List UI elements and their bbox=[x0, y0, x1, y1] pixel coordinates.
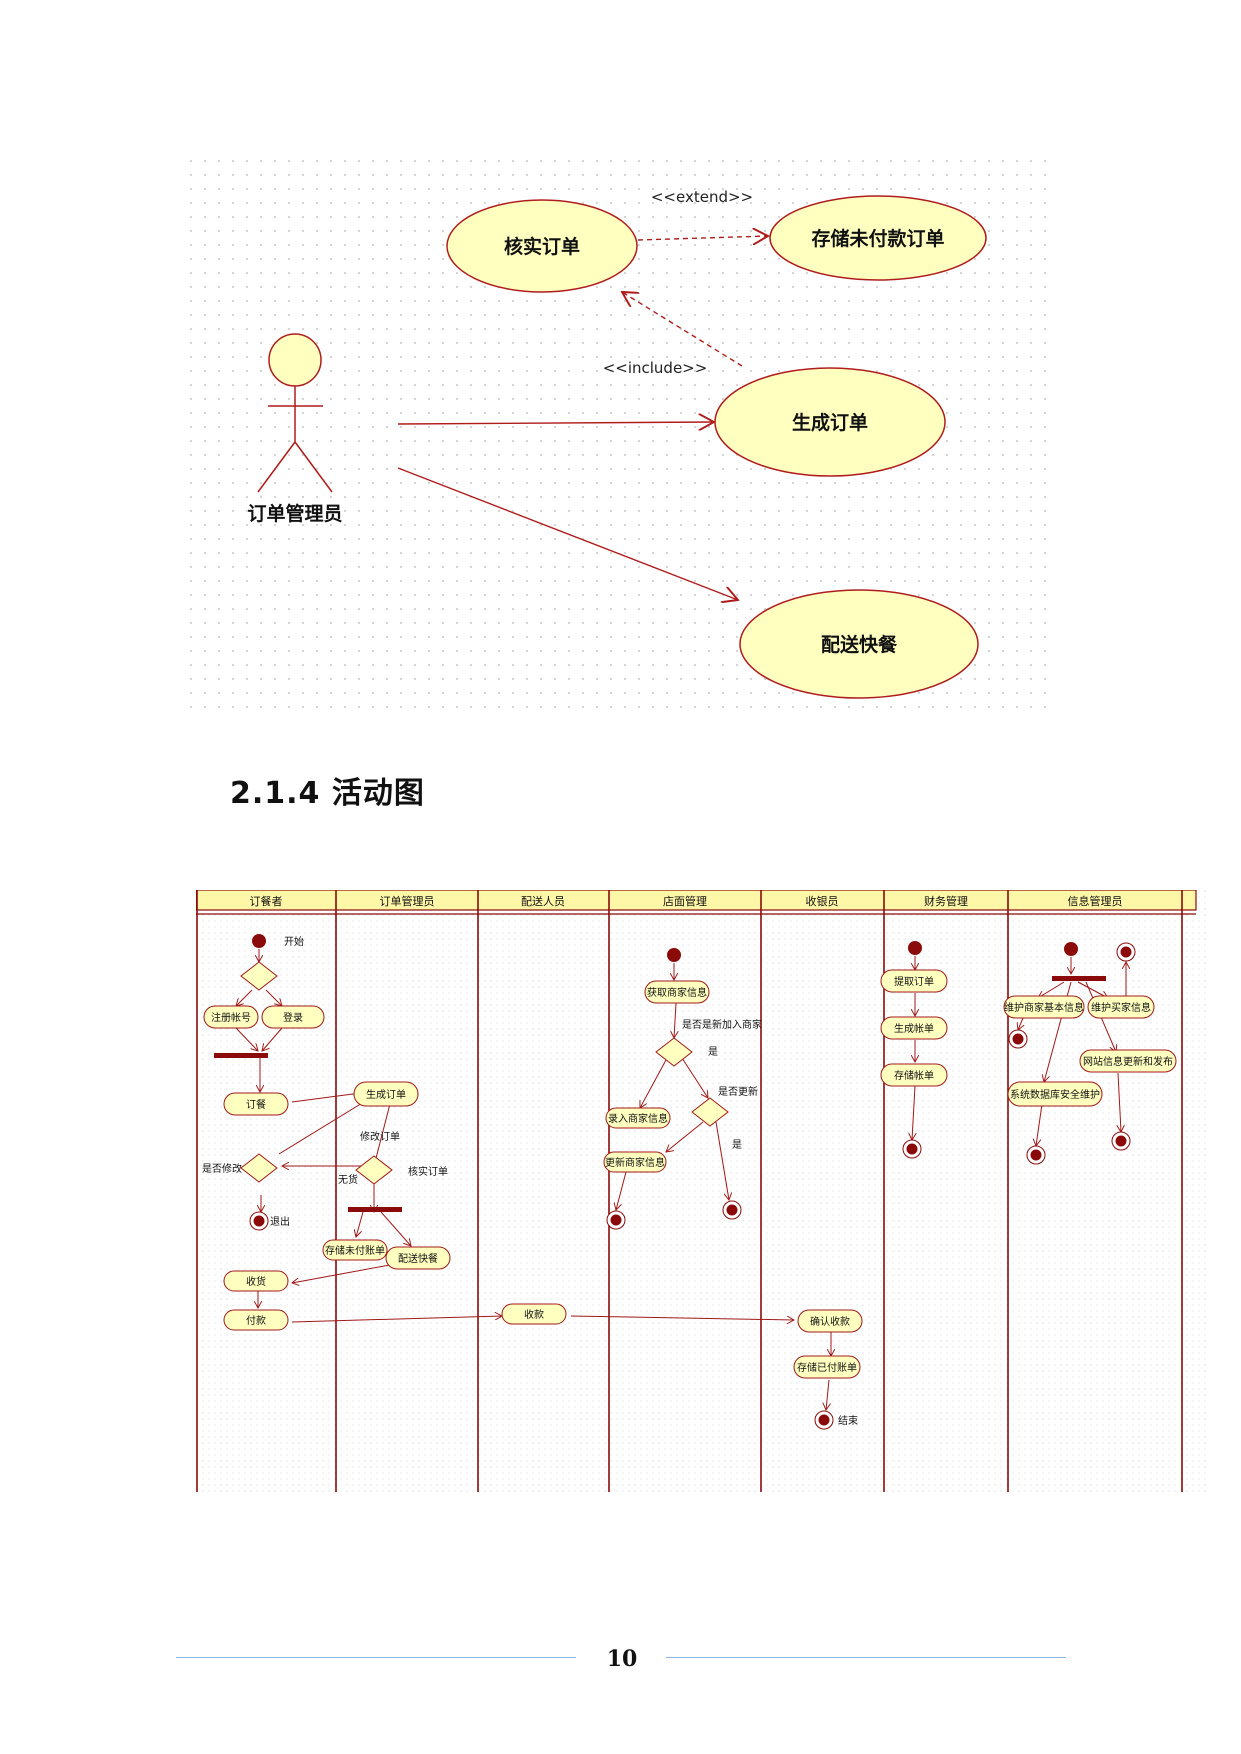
start-node bbox=[908, 941, 922, 955]
include-stereotype: <<include>> bbox=[603, 359, 708, 377]
activity-db-security: 系统数据库安全维护 bbox=[1010, 1088, 1100, 1101]
label-modify-order: 修改订单 bbox=[360, 1130, 400, 1143]
footer-rule-left bbox=[176, 1657, 576, 1658]
label-modify-question: 是否修改 bbox=[202, 1162, 242, 1175]
start-node bbox=[667, 948, 681, 962]
activity-pay: 付款 bbox=[246, 1314, 266, 1327]
page-footer: 10 bbox=[0, 1640, 1241, 1680]
label-no-stock: 无货 bbox=[338, 1173, 358, 1186]
label-start: 开始 bbox=[284, 935, 304, 948]
activity-get-merchant-info: 获取商家信息 bbox=[647, 986, 707, 999]
label-new-merchant-question: 是否是新加入商家 bbox=[682, 1018, 762, 1031]
label-verify-order: 核实订单 bbox=[408, 1165, 448, 1178]
end-nodes bbox=[249, 942, 1136, 1430]
use-case-label: 核实订单 bbox=[504, 235, 580, 258]
include-relation bbox=[622, 292, 743, 367]
decision-nodes bbox=[240, 961, 729, 1185]
lane-header-order-manager: 订单管理员 bbox=[380, 894, 435, 908]
actor-order-manager: 订单管理员 bbox=[247, 333, 343, 525]
extend-stereotype: <<extend>> bbox=[651, 188, 753, 206]
lane-header-info-admin: 信息管理员 bbox=[1068, 894, 1123, 908]
use-case-store-unpaid-order: 存储未付款订单 bbox=[769, 195, 987, 281]
actor-label: 订单管理员 bbox=[247, 502, 342, 525]
lane-header-delivery-staff: 配送人员 bbox=[521, 894, 565, 908]
extend-relation bbox=[637, 236, 768, 240]
start-node bbox=[252, 934, 266, 948]
lane-divider-lines bbox=[196, 890, 1183, 1492]
swimlanes: 订餐者 订单管理员 配送人员 店面管理 收银员 财务管理 信息管理员 bbox=[196, 890, 1197, 1492]
label-exit: 退出 bbox=[270, 1215, 290, 1228]
lane-header-finance: 财务管理 bbox=[924, 894, 968, 908]
use-case-diagram: 订单管理员 核实订单 存储未付款订单 生成订单 配送快餐 <<extend>> … bbox=[190, 160, 1050, 720]
association-generate bbox=[397, 422, 714, 424]
actor-head bbox=[268, 333, 322, 387]
footer-rule-right bbox=[666, 1657, 1066, 1658]
activity-fetch-order: 提取订单 bbox=[894, 976, 934, 988]
association-deliver bbox=[397, 467, 738, 600]
use-case-label: 配送快餐 bbox=[821, 633, 898, 656]
activity-register: 注册帐号 bbox=[211, 1011, 251, 1024]
lane-header-cashier: 收银员 bbox=[806, 894, 839, 908]
activity-store-bill: 存储帐单 bbox=[894, 1069, 934, 1082]
fork-bar bbox=[1052, 976, 1106, 981]
activity-flows bbox=[236, 949, 1126, 1410]
use-case-verify-order: 核实订单 bbox=[446, 199, 638, 293]
label-update-question: 是否更新 bbox=[718, 1085, 758, 1098]
use-case-deliver-fast-food: 配送快餐 bbox=[739, 589, 979, 699]
activity-collect-payment: 收款 bbox=[524, 1308, 544, 1321]
activity-store-paid-bill: 存储已付账单 bbox=[797, 1361, 857, 1374]
activity-confirm-payment: 确认收款 bbox=[810, 1315, 850, 1328]
activity-node-shapes bbox=[203, 969, 1177, 1379]
activity-maintain-merchant: 维护商家基本信息 bbox=[1004, 1001, 1084, 1014]
start-node bbox=[1064, 942, 1078, 956]
fork-bar bbox=[214, 1053, 268, 1058]
activity-site-update: 网站信息更新和发布 bbox=[1083, 1055, 1173, 1068]
lane-header-store-management: 店面管理 bbox=[663, 894, 707, 908]
activity-order: 订餐 bbox=[246, 1098, 266, 1111]
use-case-generate-order: 生成订单 bbox=[714, 367, 946, 477]
activity-store-unpaid: 存储未付账单 bbox=[325, 1244, 385, 1257]
activity-login: 登录 bbox=[283, 1011, 303, 1024]
label-yes: 是 bbox=[732, 1139, 742, 1151]
activity-generate-bill: 生成帐单 bbox=[894, 1022, 934, 1035]
fork-bar bbox=[348, 1207, 402, 1212]
activity-maintain-buyer: 维护买家信息 bbox=[1091, 1001, 1151, 1014]
label-yes: 是 bbox=[708, 1046, 718, 1058]
activity-enter-merchant-info: 录入商家信息 bbox=[608, 1112, 668, 1125]
activity-diagram: 订餐者 订单管理员 配送人员 店面管理 收银员 财务管理 信息管理员 bbox=[196, 890, 1206, 1492]
activity-receive-goods: 收货 bbox=[246, 1275, 266, 1288]
section-heading: 2.1.4 活动图 bbox=[230, 776, 425, 811]
lane-header-diner: 订餐者 bbox=[250, 894, 283, 908]
use-case-label: 存储未付款订单 bbox=[811, 227, 944, 250]
activity-update-merchant-info: 更新商家信息 bbox=[605, 1156, 665, 1169]
activity-deliver: 配送快餐 bbox=[398, 1252, 438, 1265]
use-case-label: 生成订单 bbox=[792, 411, 868, 434]
activity-generate-order: 生成订单 bbox=[366, 1088, 406, 1101]
page-number: 10 bbox=[606, 1646, 638, 1672]
label-end: 结束 bbox=[838, 1414, 858, 1427]
